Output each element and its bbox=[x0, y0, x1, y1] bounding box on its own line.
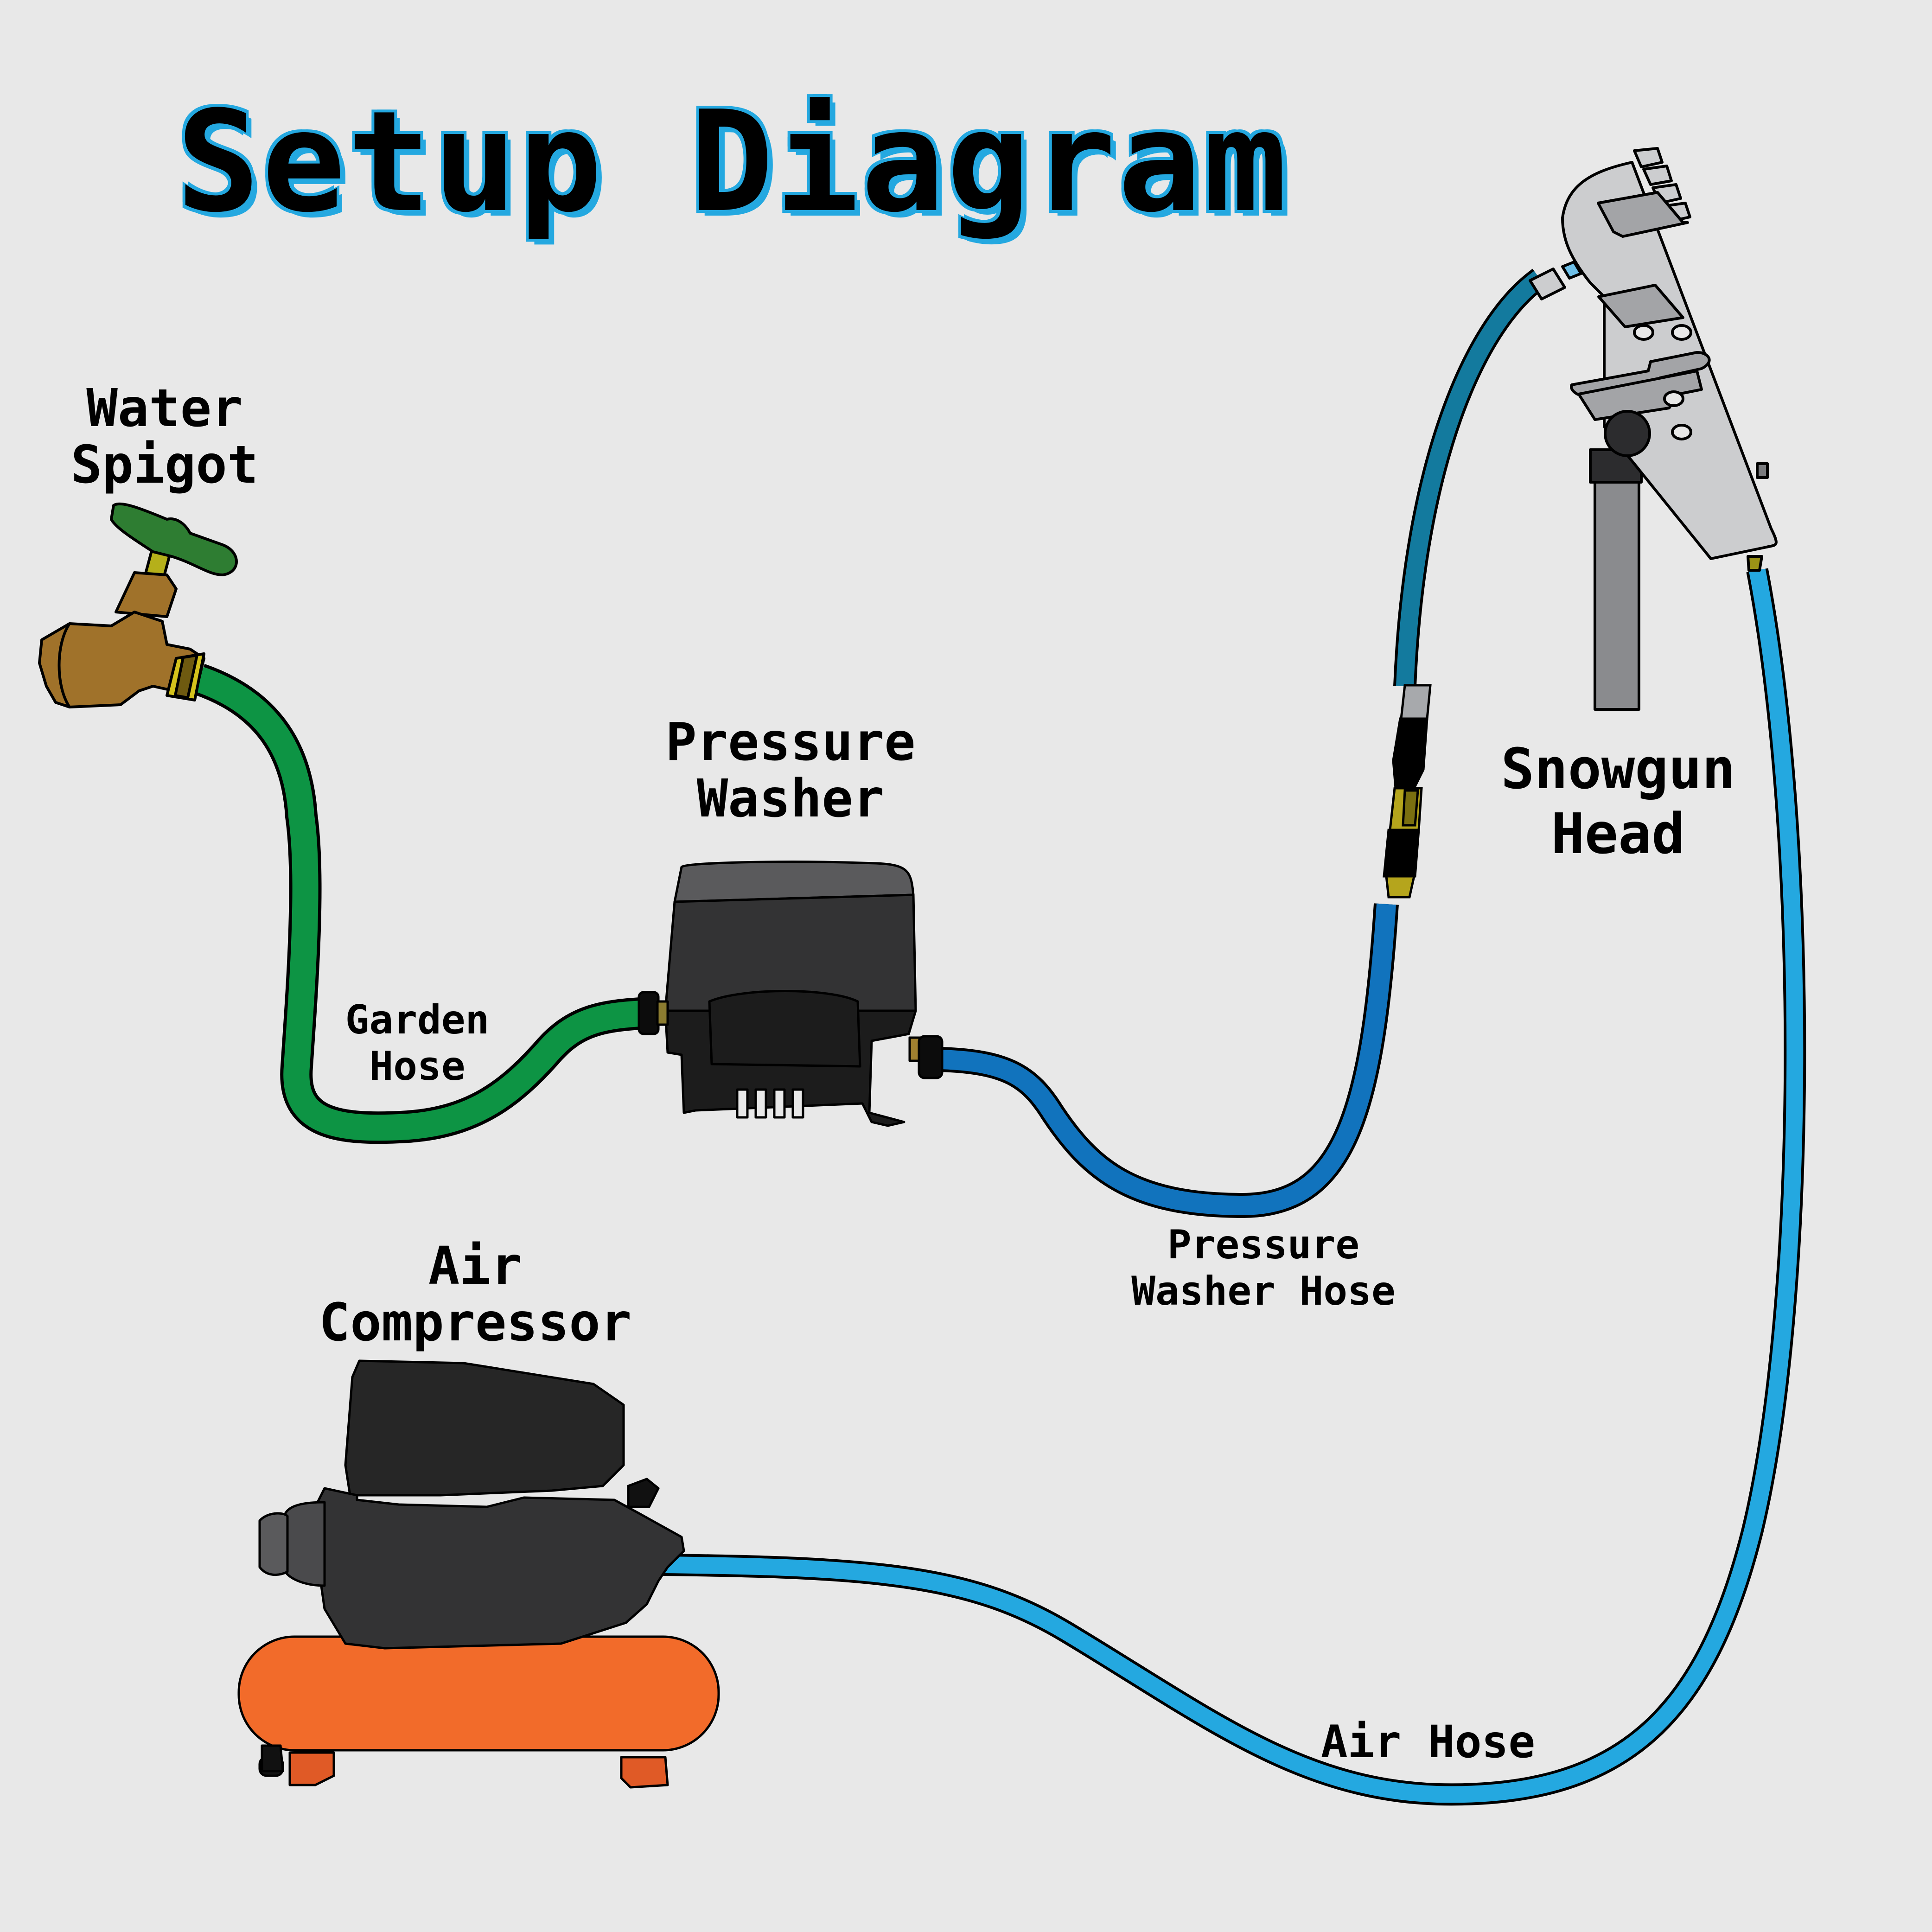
label-air-compressor: Air Compressor bbox=[255, 1238, 695, 1351]
label-snowgun-head-line2: Head bbox=[1551, 802, 1685, 867]
label-air-compressor-line1: Air bbox=[428, 1236, 523, 1296]
label-air-hose-line1: Air Hose bbox=[1320, 1716, 1536, 1768]
label-pressure-washer-hose-line2: Washer Hose bbox=[1131, 1268, 1396, 1314]
air-compressor-icon bbox=[237, 1359, 720, 1789]
label-pressure-washer-hose: Pressure Washer Hose bbox=[1090, 1222, 1437, 1314]
label-water-spigot-line1: Water bbox=[86, 378, 243, 439]
label-pressure-washer-line2: Washer bbox=[696, 769, 885, 829]
page-title: Setup Diagram bbox=[176, 81, 1289, 243]
label-water-spigot-line2: Spigot bbox=[70, 435, 259, 495]
air-hose bbox=[663, 568, 1806, 1806]
quick-coupler-fitting bbox=[1383, 684, 1432, 899]
label-pressure-washer-line1: Pressure bbox=[665, 712, 916, 772]
label-water-spigot: Water Spigot bbox=[19, 380, 311, 493]
pressure-washer-hose bbox=[941, 268, 1546, 1218]
label-garden-hose: Garden Hose bbox=[301, 997, 533, 1090]
water-spigot-icon bbox=[38, 502, 238, 708]
label-snowgun-head-line1: Snowgun bbox=[1501, 737, 1735, 802]
label-garden-hose-line1: Garden bbox=[345, 997, 490, 1043]
label-snowgun-head: Snowgun Head bbox=[1437, 737, 1799, 867]
label-garden-hose-line2: Hose bbox=[369, 1043, 465, 1090]
snowgun-head-icon bbox=[1529, 147, 1778, 711]
label-pressure-washer: Pressure Washer bbox=[621, 714, 960, 827]
label-air-compressor-line2: Compressor bbox=[319, 1293, 632, 1353]
garden-hose bbox=[194, 663, 650, 1144]
pressure-washer-icon bbox=[638, 861, 944, 1127]
label-air-hose: Air Hose bbox=[1298, 1718, 1558, 1766]
label-pressure-washer-hose-line1: Pressure bbox=[1167, 1222, 1360, 1268]
